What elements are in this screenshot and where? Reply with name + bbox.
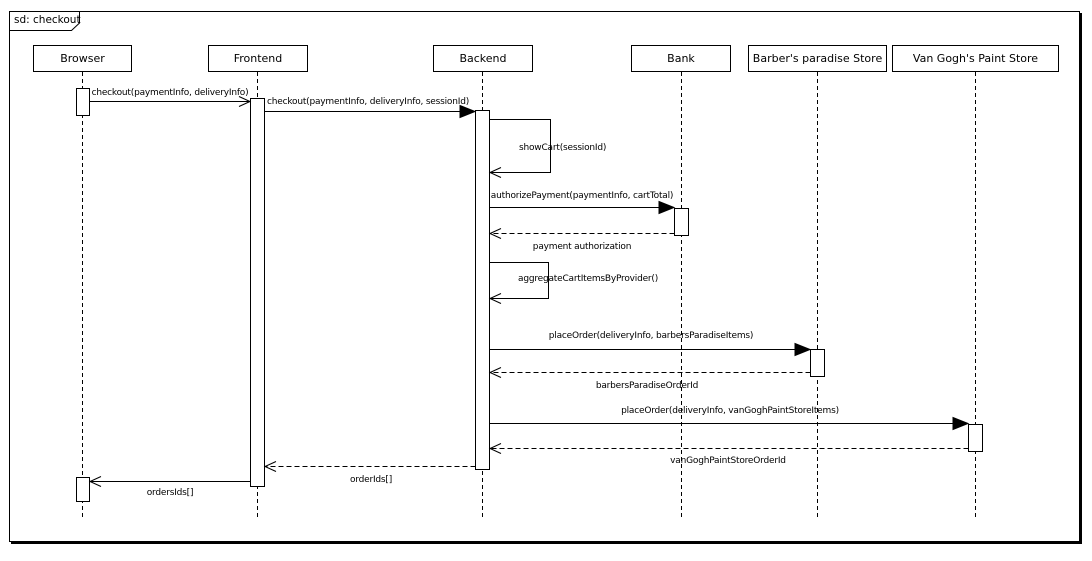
activation-van-gogh xyxy=(968,424,983,452)
message-order-ids-return xyxy=(263,461,476,472)
message-label: orderIds[] xyxy=(349,475,393,485)
activation-browser-1 xyxy=(76,88,90,116)
message-aggregate-self xyxy=(488,262,549,304)
message-label: aggregateCartItemsByProvider() xyxy=(518,274,659,284)
activation-bars-group xyxy=(76,88,983,502)
self-message-line xyxy=(489,262,549,299)
arrowhead-open xyxy=(488,367,502,378)
lifeline-head-browser: Browser xyxy=(33,45,132,72)
message-label: placeOrder(deliveryInfo, barbersParadise… xyxy=(548,331,754,341)
lifeline-label: Bank xyxy=(667,52,695,65)
message-label: vanGoghPaintStoreOrderId xyxy=(670,456,786,466)
lifeline-head-backend: Backend xyxy=(433,45,533,72)
lifeline-label: Van Gogh's Paint Store xyxy=(912,52,1039,65)
arrowhead-open xyxy=(88,476,102,487)
message-label: showCart(sessionId) xyxy=(519,143,607,153)
message-label: placeOrder(deliveryInfo, vanGoghPaintSto… xyxy=(621,406,839,416)
message-payment-authorization-return xyxy=(488,228,675,239)
arrowhead-filled xyxy=(459,104,477,119)
lifeline-label: Barber's paradise Store xyxy=(752,52,883,65)
lifeline-label: Browser xyxy=(60,52,105,65)
message-authorize-payment xyxy=(489,200,676,215)
arrowhead-open xyxy=(488,167,502,178)
activation-barbers-paradise xyxy=(810,349,825,377)
lifelines-group xyxy=(82,72,976,520)
activation-frontend xyxy=(250,98,265,487)
message-label: authorizePayment(paymentInfo, cartTotal) xyxy=(490,191,674,201)
arrowhead-filled xyxy=(952,416,970,431)
message-van-gogh-order-id-return xyxy=(488,443,969,454)
activation-browser-2 xyxy=(76,477,90,502)
message-place-order-van-gogh xyxy=(489,416,970,431)
message-barbers-order-id-return xyxy=(488,367,811,378)
message-checkout-browser-frontend xyxy=(90,96,252,107)
lifeline-label: Frontend xyxy=(233,52,283,65)
diagram-frame xyxy=(9,11,1080,542)
arrowhead-open xyxy=(238,96,252,107)
arrowhead-filled xyxy=(794,342,812,357)
arrowhead-open xyxy=(263,461,277,472)
message-label: payment authorization xyxy=(532,242,632,252)
lifeline-label: Backend xyxy=(459,52,507,65)
message-label: checkout(paymentInfo, deliveryInfo, sess… xyxy=(267,97,470,107)
message-showcart-self xyxy=(488,119,551,178)
arrowhead-open xyxy=(488,443,502,454)
activation-backend xyxy=(475,110,490,470)
message-orders-ids-return xyxy=(88,476,251,487)
lifeline-head-frontend: Frontend xyxy=(208,45,308,72)
arrowhead-open xyxy=(488,228,502,239)
message-checkout-frontend-backend xyxy=(265,104,477,119)
frame-tab xyxy=(9,11,80,31)
arrowhead-open xyxy=(488,293,502,304)
message-place-order-barbers xyxy=(489,342,812,357)
arrowhead-filled xyxy=(658,200,676,215)
frame-title: sd: checkout xyxy=(14,14,81,26)
message-label: checkout(paymentInfo, deliveryInfo) xyxy=(91,88,249,98)
messages-group xyxy=(88,96,970,487)
message-label: ordersIds[] xyxy=(146,488,194,498)
lifeline-head-bank: Bank xyxy=(631,45,731,72)
lifeline-head-van-gogh: Van Gogh's Paint Store xyxy=(892,45,1059,72)
activation-bank xyxy=(674,208,689,236)
self-message-line xyxy=(489,119,551,173)
message-label: barbersParadiseOrderId xyxy=(595,381,699,391)
lifeline-head-barbers-paradise: Barber's paradise Store xyxy=(748,45,887,72)
